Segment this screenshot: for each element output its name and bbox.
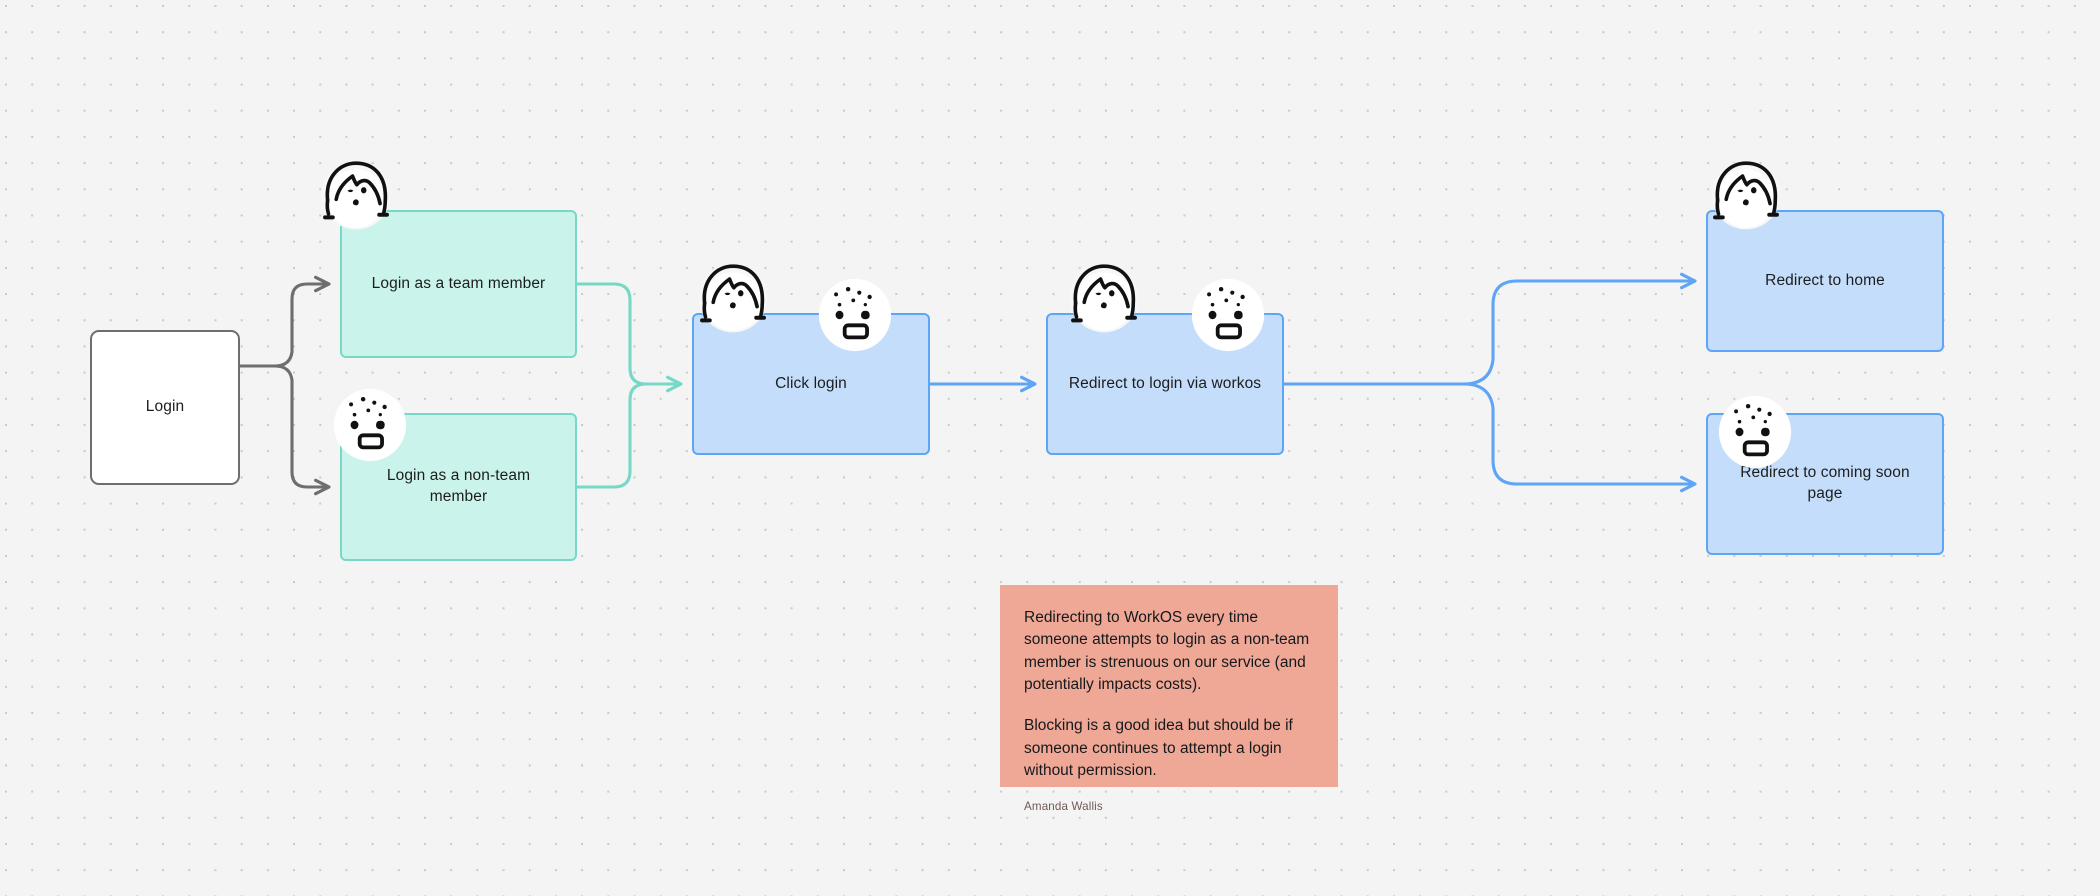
avatar-face-speckled-workos: [1185, 272, 1271, 358]
avatar-face-speckled-click-login: [812, 272, 898, 358]
face-with-hair-icon: [321, 160, 391, 230]
node-login-as-non-team-member-label: Login as a non-team member: [386, 467, 531, 505]
sticky-note-paragraph-2: Blocking is a good idea but should be if…: [1024, 717, 1293, 779]
node-login-as-team-member-label: Login as a team member: [371, 274, 546, 292]
sticky-note-feedback[interactable]: Redirecting to WorkOS every time someone…: [1000, 585, 1338, 813]
avatar-face-with-hair-workos: [1061, 255, 1147, 341]
sticky-note-author: Amanda Wallis: [1024, 800, 1103, 814]
face-with-hair-icon: [1711, 160, 1781, 230]
face-speckled-icon: [818, 278, 892, 352]
avatar-face-with-hair-team-member: [313, 152, 399, 238]
edge-login-to-team-member: [238, 275, 331, 368]
edge-non-team-to-click-login: [575, 375, 683, 489]
edge-login-to-non-team-member: [238, 364, 331, 496]
edge-workos-to-coming-soon: [1282, 382, 1697, 493]
avatar-face-with-hair-click-login: [690, 255, 776, 341]
avatar-face-speckled-non-team-member: [327, 382, 413, 468]
edge-workos-to-home: [1282, 272, 1697, 386]
face-speckled-icon: [333, 388, 407, 462]
face-speckled-icon: [1191, 278, 1265, 352]
sticky-note-paragraph-1: Redirecting to WorkOS every time someone…: [1024, 609, 1310, 693]
node-login-label: Login: [145, 398, 185, 416]
node-redirect-to-login-via-workos-label: Redirect to login via workos: [1068, 374, 1262, 392]
avatar-face-speckled-coming-soon: [1712, 389, 1798, 475]
avatar-face-with-hair-redirect-home: [1703, 152, 1789, 238]
face-with-hair-icon: [1069, 263, 1139, 333]
edge-team-member-to-click-login: [575, 282, 662, 386]
node-redirect-to-home-label: Redirect to home: [1765, 271, 1885, 289]
node-login[interactable]: Login: [90, 330, 240, 485]
node-click-login-label: Click login: [775, 374, 847, 392]
face-with-hair-icon: [698, 263, 768, 333]
face-speckled-icon: [1718, 395, 1792, 469]
